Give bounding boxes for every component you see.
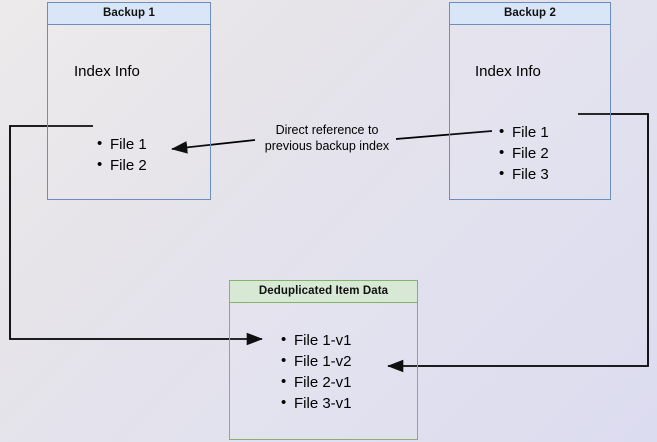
- backup1-box[interactable]: Backup 1 Index Info File 1 File 2: [47, 2, 211, 200]
- backup2-box[interactable]: Backup 2 Index Info File 1 File 2 File 3: [449, 2, 611, 200]
- backup2-header: Backup 2: [450, 3, 610, 25]
- list-item: File 1: [499, 121, 549, 143]
- list-item: File 2: [499, 142, 549, 164]
- backup1-header: Backup 1: [48, 3, 210, 25]
- list-item: File 1-v1: [281, 329, 351, 351]
- backup2-file-list: File 1 File 2 File 3: [496, 121, 549, 185]
- dedup-header: Deduplicated Item Data: [230, 281, 417, 303]
- direct-reference-label: Direct reference to previous backup inde…: [264, 123, 390, 153]
- list-item: File 2: [97, 154, 147, 176]
- dedup-body: File 1-v1 File 1-v2 File 2-v1 File 3-v1: [230, 303, 417, 439]
- backup1-index-label: Index Info: [74, 63, 140, 80]
- backup2-body: Index Info File 1 File 2 File 3: [450, 25, 610, 199]
- backup2-index-label: Index Info: [475, 63, 541, 80]
- list-item: File 1-v2: [281, 350, 351, 372]
- list-item: File 3: [499, 163, 549, 185]
- dedup-item-list: File 1-v1 File 1-v2 File 2-v1 File 3-v1: [278, 329, 351, 414]
- list-item: File 1: [97, 133, 147, 155]
- backup1-body: Index Info File 1 File 2: [48, 25, 210, 199]
- backup1-file-list: File 1 File 2: [94, 133, 147, 176]
- list-item: File 2-v1: [281, 371, 351, 393]
- list-item: File 3-v1: [281, 392, 351, 414]
- deduplicated-item-data-box[interactable]: Deduplicated Item Data File 1-v1 File 1-…: [229, 280, 418, 440]
